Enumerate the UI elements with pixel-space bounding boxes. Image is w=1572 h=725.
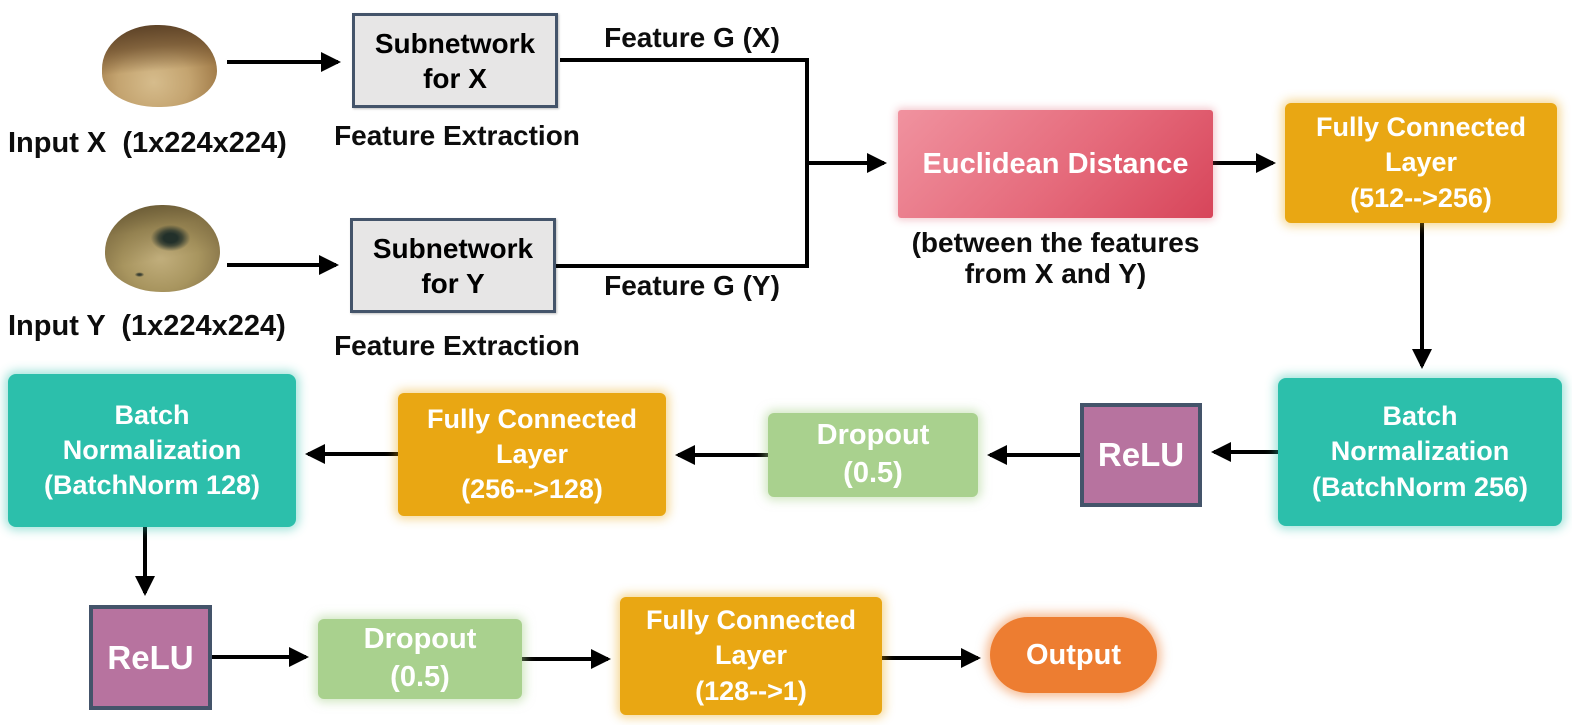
dropout-2-line2: (0.5) xyxy=(390,661,450,693)
euclidean-caption-line2: from X and Y) xyxy=(964,258,1147,290)
node-batchnorm-256: Batch Normalization (BatchNorm 256) xyxy=(1278,378,1562,526)
node-batchnorm-128: Batch Normalization (BatchNorm 128) xyxy=(8,374,296,527)
euclidean-distance-label: Euclidean Distance xyxy=(922,147,1189,180)
subnetwork-x-line1: Subnetwork xyxy=(374,27,536,59)
node-fc-128-1: Fully Connected Layer (128-->1) xyxy=(620,597,882,715)
node-subnetwork-x: Subnetwork for X xyxy=(352,13,558,108)
fc-128-1-line2: Layer xyxy=(714,640,788,671)
feature-g-y-label: Feature G (Y) xyxy=(604,270,780,301)
batchnorm-128-line3: (BatchNorm 128) xyxy=(43,470,261,501)
node-fc-256-128: Fully Connected Layer (256-->128) xyxy=(398,393,666,516)
fc-256-128-line2: Layer xyxy=(495,438,569,469)
subnetwork-y-line2: for Y xyxy=(421,267,485,299)
relu-2-label: ReLU xyxy=(107,638,194,676)
subnetwork-y-line1: Subnetwork xyxy=(372,232,534,264)
node-relu-2: ReLU xyxy=(89,605,212,710)
node-output: Output xyxy=(990,617,1157,693)
batchnorm-256-line3: (BatchNorm 256) xyxy=(1311,471,1529,502)
subnetwork-x-line2: for X xyxy=(423,62,487,94)
euclidean-caption-line1: (between the features xyxy=(911,227,1200,258)
line-feature-merge xyxy=(556,58,809,268)
output-label: Output xyxy=(1025,638,1121,671)
fc-256-128-line1: Fully Connected xyxy=(426,403,637,434)
node-relu-1: ReLU xyxy=(1080,403,1202,507)
dropout-2-line1: Dropout xyxy=(363,623,477,656)
feature-extraction-x-label: Feature Extraction xyxy=(334,120,580,151)
node-fc-512-256: Fully Connected Layer (512-->256) xyxy=(1285,103,1557,223)
input-x-label: Input X (1x224x224) xyxy=(8,127,287,159)
dropout-1-line2: (0.5) xyxy=(843,457,903,489)
input-y-label: Input Y (1x224x224) xyxy=(8,310,286,342)
node-dropout-1: Dropout (0.5) xyxy=(768,413,978,497)
feature-g-x-label: Feature G (X) xyxy=(604,22,780,53)
euclidean-caption: (between the features from X and Y) xyxy=(888,227,1223,290)
relu-1-label: ReLU xyxy=(1097,436,1185,473)
seed-image-y xyxy=(105,205,220,292)
seed-image-x xyxy=(102,25,217,107)
batchnorm-128-line1: Batch xyxy=(114,399,190,430)
fc-512-256-line1: Fully Connected xyxy=(1315,112,1526,143)
batchnorm-256-line1: Batch xyxy=(1382,401,1458,432)
node-subnetwork-y: Subnetwork for Y xyxy=(350,218,556,313)
node-dropout-2: Dropout (0.5) xyxy=(318,619,522,699)
feature-extraction-y-label: Feature Extraction xyxy=(334,330,580,361)
dropout-1-line1: Dropout xyxy=(816,419,930,452)
fc-512-256-line3: (512-->256) xyxy=(1350,182,1492,213)
fc-128-1-line1: Fully Connected xyxy=(645,605,856,636)
node-euclidean-distance: Euclidean Distance xyxy=(898,110,1213,218)
fc-512-256-line2: Layer xyxy=(1384,147,1458,178)
fc-256-128-line3: (256-->128) xyxy=(461,474,603,505)
batchnorm-256-line2: Normalization xyxy=(1330,436,1510,467)
batchnorm-128-line2: Normalization xyxy=(62,434,242,465)
fc-128-1-line3: (128-->1) xyxy=(695,675,807,706)
